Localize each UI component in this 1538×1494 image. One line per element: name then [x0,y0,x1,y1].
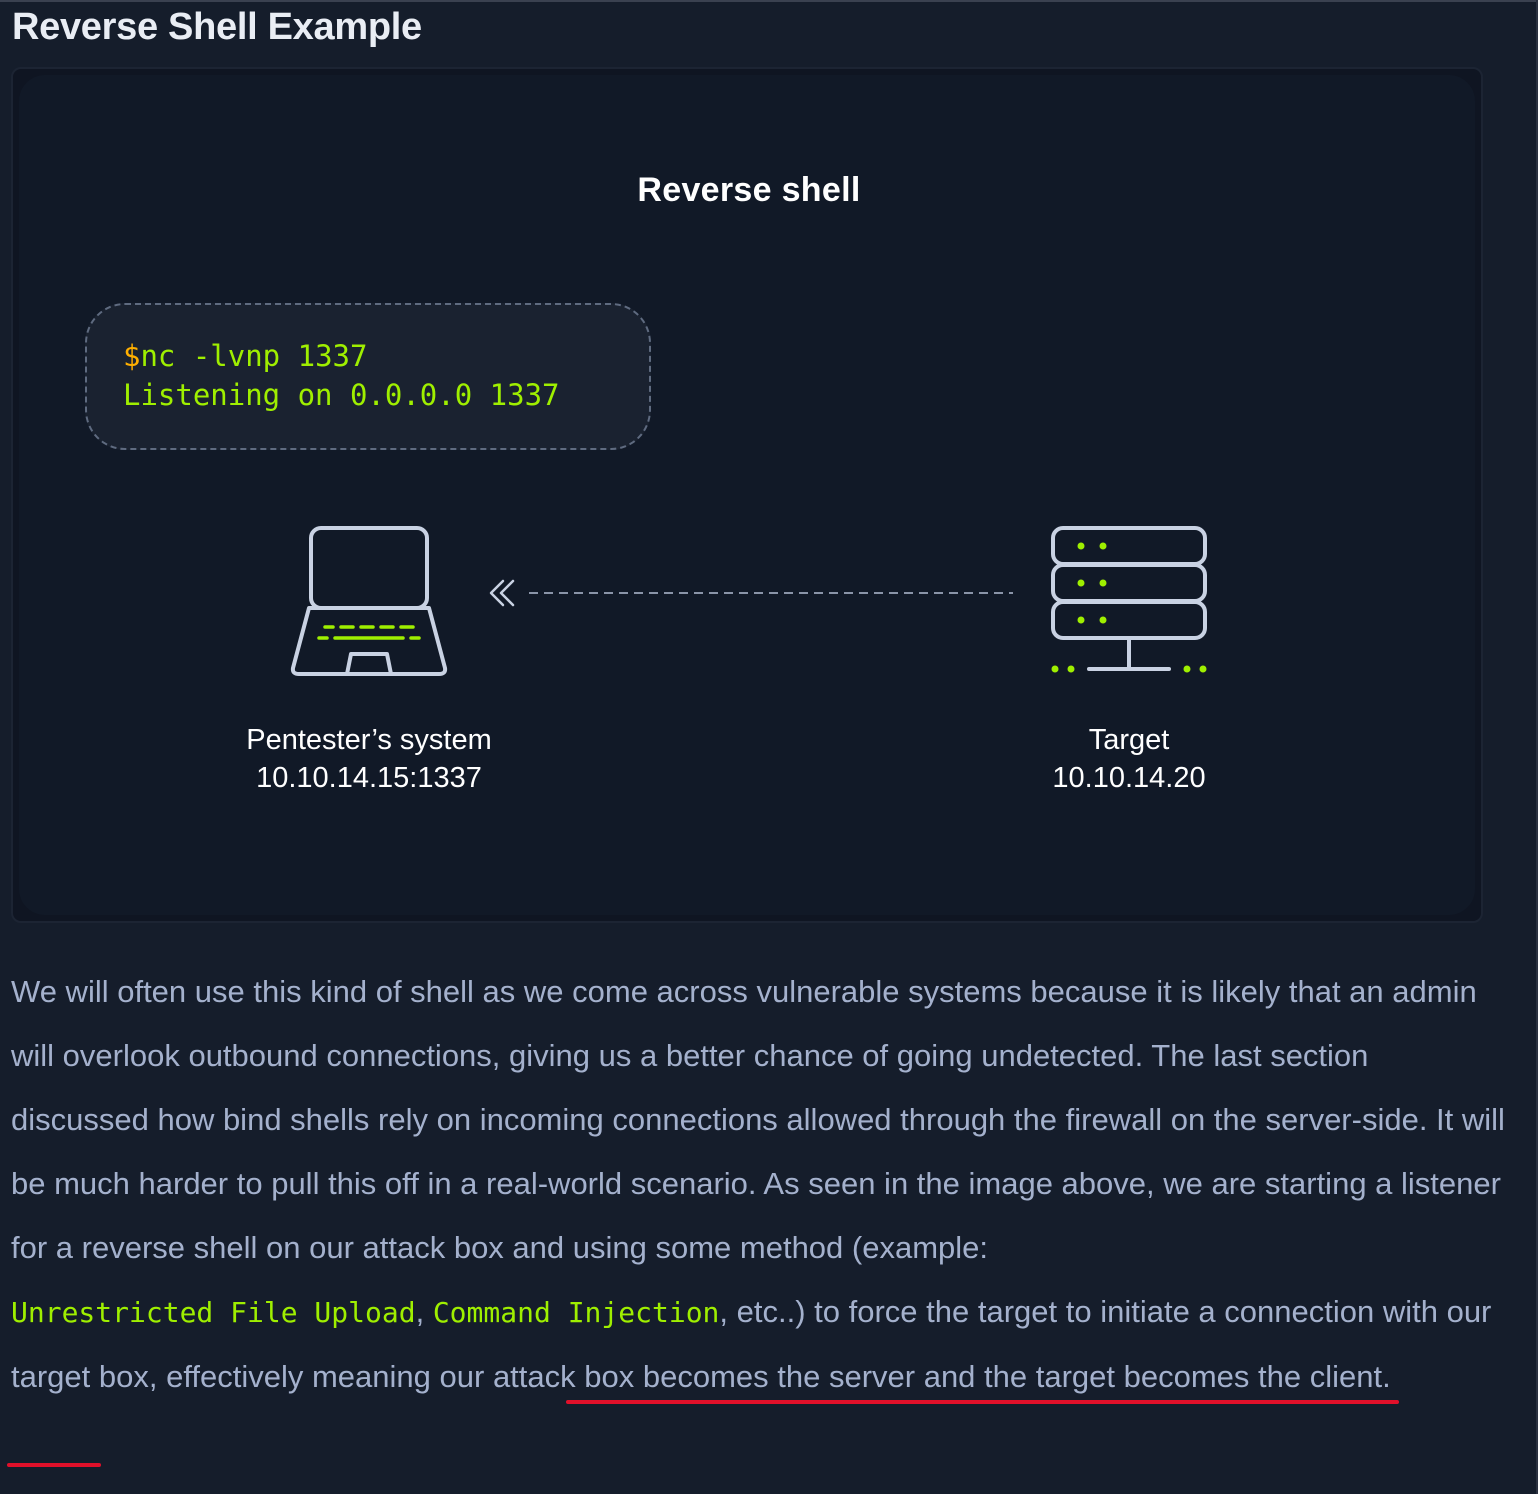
terminal-box: $nc -lvnp 1337 Listening on 0.0.0.0 1337 [85,303,651,450]
window-right-border [1536,0,1538,1494]
code-command-injection: Command Injection [432,1296,720,1329]
target-label: Target 10.10.14.20 [949,721,1309,797]
terminal-command: nc -lvnp 1337 [140,339,368,373]
laptop-icon [290,526,448,676]
figure-canvas [19,75,1475,915]
server-icon [1051,526,1207,673]
pentester-name: Pentester’s system [246,724,492,756]
pentester-label: Pentester’s system 10.10.14.15:1337 [189,721,549,797]
target-name: Target [1088,724,1170,756]
terminal-output: Listening on 0.0.0.0 1337 [123,378,560,412]
highlighted-text: attack box becomes the server and the ta… [492,1359,1391,1394]
explanation-paragraph: We will often use this kind of shell as … [11,960,1511,1409]
window-top-border [0,0,1538,2]
diagram-title: Reverse shell [637,171,861,209]
paragraph-text-1: We will often use this kind of shell as … [11,974,1505,1265]
reverse-shell-figure: Reverse shell $nc -lvnp 1337 Listening o… [11,67,1483,923]
paragraph-text-2: , etc..) to force the target to initiate… [11,1294,1492,1394]
pentester-address: 10.10.14.15:1337 [256,762,482,794]
paragraph-separator: , [415,1294,425,1329]
red-underline-annotation [566,1400,1399,1404]
reverse-connection-arrow [489,579,1013,607]
red-underline-annotation-continued [7,1463,101,1467]
target-address: 10.10.14.20 [1052,762,1206,794]
terminal-prompt: $ [123,339,141,373]
code-unrestricted-file-upload: Unrestricted File Upload [11,1296,416,1329]
double-chevron-left-icon [489,579,515,607]
section-title: Reverse Shell Example [12,6,422,48]
